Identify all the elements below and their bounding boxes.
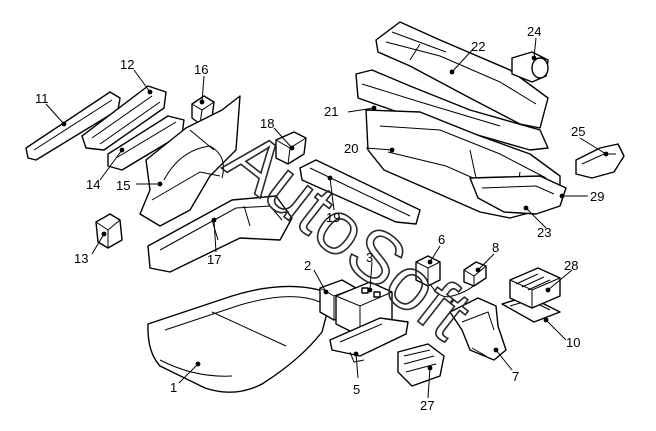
callout-19: 19 xyxy=(326,210,340,225)
callout-7: 7 xyxy=(512,369,519,384)
callout-24: 24 xyxy=(527,24,541,39)
callout-23: 23 xyxy=(537,225,551,240)
callout-labels: 1 2 3 5 6 7 8 10 11 12 13 14 15 16 17 18… xyxy=(35,24,604,413)
callout-8: 8 xyxy=(492,240,499,255)
callout-21: 21 xyxy=(324,104,338,119)
part-27-small-bracket xyxy=(397,343,445,387)
callout-1: 1 xyxy=(170,380,177,395)
part-23-lower-panel xyxy=(469,175,567,215)
callout-28: 28 xyxy=(564,258,578,273)
callout-18: 18 xyxy=(260,116,274,131)
battery-cable xyxy=(429,281,479,298)
callout-16: 16 xyxy=(194,62,208,77)
callout-3: 3 xyxy=(366,250,373,265)
callout-27: 27 xyxy=(420,398,434,413)
part-21-dash-panel xyxy=(355,69,549,151)
part-24-cap xyxy=(511,51,549,83)
leader-dots xyxy=(61,55,609,371)
callout-2: 2 xyxy=(304,258,311,273)
callout-20: 20 xyxy=(344,141,358,156)
part-1-floor-pad xyxy=(147,285,333,393)
part-17-frame-member xyxy=(147,195,293,273)
leader-lines xyxy=(45,37,607,399)
parts-layer xyxy=(25,21,625,393)
callout-5: 5 xyxy=(353,382,360,397)
part-5-battery-tray xyxy=(329,317,409,363)
part-25-bracket xyxy=(575,143,625,179)
callout-22: 22 xyxy=(471,39,485,54)
part-6-relay xyxy=(415,255,441,287)
callout-11: 11 xyxy=(35,91,49,106)
callout-15: 15 xyxy=(116,178,130,193)
callout-25: 25 xyxy=(571,124,585,139)
callout-10: 10 xyxy=(566,335,580,350)
callout-17: 17 xyxy=(207,252,221,267)
callout-29: 29 xyxy=(590,189,604,204)
part-7-support-bracket xyxy=(449,297,507,361)
part-13-bracket xyxy=(95,213,123,249)
callout-14: 14 xyxy=(86,177,100,192)
part-22-cowl-panel xyxy=(375,21,549,129)
part-28-ecu-module xyxy=(509,267,561,309)
part-15-wheel-arch xyxy=(139,95,241,227)
part-12-side-member xyxy=(81,85,167,151)
callout-13: 13 xyxy=(74,251,88,266)
callout-12: 12 xyxy=(120,57,134,72)
callout-6: 6 xyxy=(438,232,445,247)
